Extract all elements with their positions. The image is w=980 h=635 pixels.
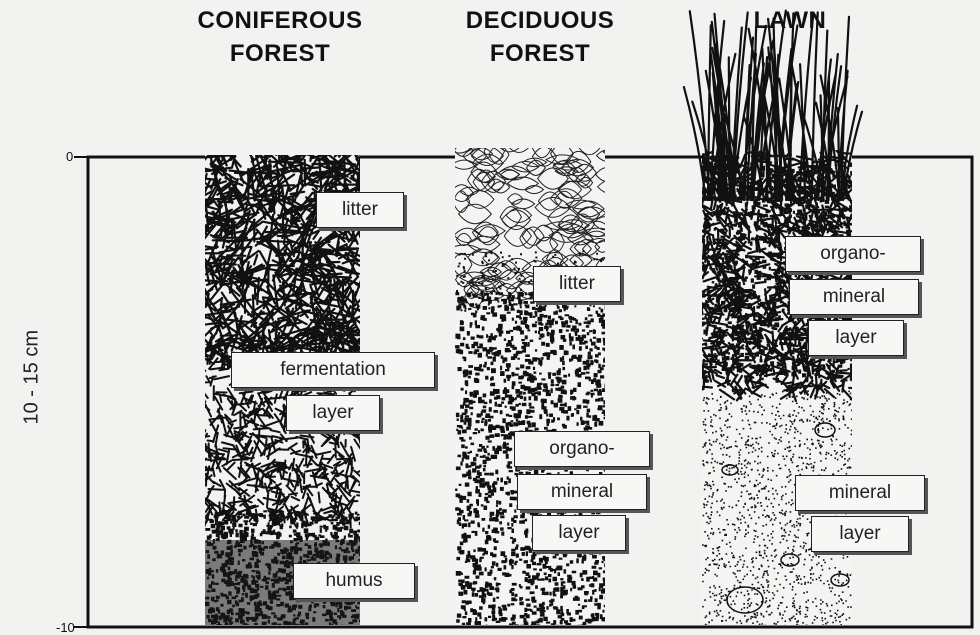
- heading-deciduous-line1: DECIDUOUS: [440, 4, 640, 37]
- deciduous-soil-column: [448, 137, 635, 630]
- heading-lawn: LAWN: [720, 4, 860, 37]
- heading-coniferous-forest: CONIFEROUS FOREST: [180, 4, 380, 70]
- heading-deciduous-line2: FOREST: [440, 37, 640, 70]
- heading-coniferous-line1: CONIFEROUS: [180, 4, 380, 37]
- label-lawn-organo: organo-: [785, 236, 921, 272]
- label-deciduous-layer: layer: [532, 515, 626, 551]
- depth-axis-label: 10 - 15 cm: [21, 365, 44, 425]
- label-deciduous-mineral: mineral: [517, 474, 647, 510]
- axis-tick-bottom: -10: [56, 620, 75, 635]
- label-lawn-mineral: mineral: [789, 279, 919, 315]
- heading-deciduous-forest: DECIDUOUS FOREST: [440, 4, 640, 70]
- axis-tick-top: 0: [66, 149, 73, 164]
- label-deciduous-litter: litter: [533, 266, 621, 302]
- label-coniferous-fermentation-layer: layer: [286, 395, 380, 431]
- lawn-soil-column: [685, 150, 870, 630]
- label-lawn-mineral-bottom: mineral: [795, 475, 925, 511]
- label-coniferous-humus: humus: [293, 563, 415, 599]
- label-lawn-layer: layer: [808, 320, 904, 356]
- heading-lawn-line1: LAWN: [720, 4, 860, 37]
- heading-coniferous-line2: FOREST: [180, 37, 380, 70]
- label-lawn-mineral-layer: layer: [811, 516, 909, 552]
- label-coniferous-litter: litter: [316, 192, 404, 228]
- label-deciduous-organo: organo-: [514, 431, 650, 467]
- label-coniferous-fermentation: fermentation: [231, 352, 435, 388]
